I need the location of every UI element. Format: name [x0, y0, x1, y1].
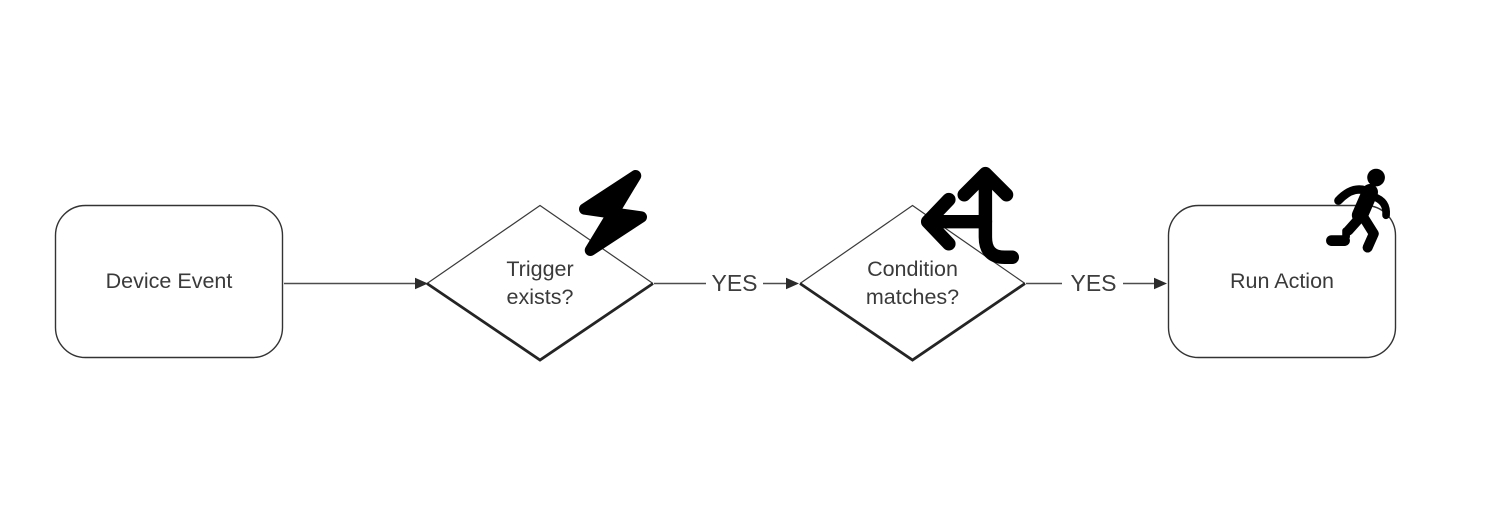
edge-trigger-to-condition[interactable]: [654, 277, 799, 290]
diamond-bottom-edges: [426, 282, 654, 362]
split-arrows-stem: [978, 173, 1020, 264]
diamond-bottom-edges: [799, 282, 1026, 362]
edge-device-event-to-trigger[interactable]: [284, 277, 428, 290]
split-arrows-up-head: [957, 166, 1014, 202]
node-trigger-exists[interactable]: [426, 204, 654, 362]
person-back-arm: [1369, 192, 1390, 220]
node-device-event[interactable]: [54, 204, 284, 359]
person-running-icon: [1326, 168, 1390, 253]
split-arrows-icon: [920, 166, 1020, 264]
arrowhead-icon: [786, 277, 799, 290]
person-head: [1367, 168, 1385, 187]
arrowhead-icon: [415, 277, 428, 290]
lightning-bolt-icon: [578, 170, 648, 256]
arrowhead-icon: [1154, 277, 1167, 290]
diamond-top-edges: [426, 204, 654, 284]
rounded-rect-shape: [54, 204, 284, 359]
person-front-leg: [1343, 211, 1366, 236]
split-arrows-left-head: [920, 192, 956, 251]
person-back-leg: [1357, 210, 1379, 253]
person-front-arm: [1334, 185, 1377, 205]
edge-condition-to-run-action[interactable]: [1026, 277, 1167, 290]
